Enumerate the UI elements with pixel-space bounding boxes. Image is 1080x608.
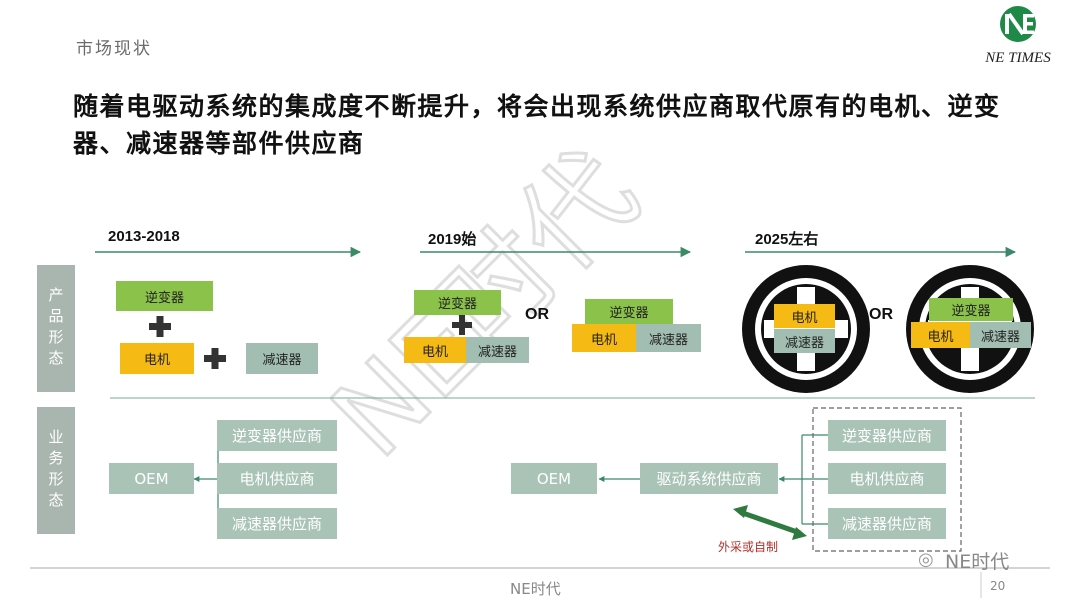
motor-supplier-right: 电机供应商 xyxy=(828,463,946,494)
outsource-or-self-made-note: 外采或自制 xyxy=(718,540,779,554)
row-label-product: 产品形态 xyxy=(37,265,75,392)
inverter-box-p2b: 逆变器 xyxy=(585,299,673,324)
period-2025: 2025左右 xyxy=(755,231,819,248)
inverter-supplier-left: 逆变器供应商 xyxy=(217,420,337,451)
headline: 随着电驱动系统的集成度不断提升，将会出现系统供应商取代原有的电机、逆变器、减速器… xyxy=(73,92,1001,158)
inverter-supplier-right: 逆变器供应商 xyxy=(828,420,946,451)
period-2019: 2019始 xyxy=(428,231,477,248)
plus-icon-2 xyxy=(204,348,226,369)
wechat-watermark-text: NE时代 xyxy=(945,551,1010,573)
motor-box-wheel1: 电机 xyxy=(774,304,835,328)
reducer-box-p2b: 减速器 xyxy=(636,324,701,352)
or-label-1: OR xyxy=(525,306,549,323)
motor-box-p2a: 电机 xyxy=(404,337,466,363)
drive-system-supplier: 驱动系统供应商 xyxy=(640,463,778,494)
section-title: 市场现状 xyxy=(76,39,152,59)
reducer-supplier-right: 减速器供应商 xyxy=(828,508,946,539)
integration-dashed-frame xyxy=(812,407,962,552)
inverter-box-p2a: 逆变器 xyxy=(414,290,501,315)
inverter-box-p1: 逆变器 xyxy=(116,281,213,311)
inverter-box-wheel2: 逆变器 xyxy=(929,298,1013,321)
motor-box-p1: 电机 xyxy=(120,343,194,374)
reducer-supplier-left: 减速器供应商 xyxy=(217,508,337,539)
wechat-icon: ◎ xyxy=(918,549,934,570)
reducer-box-p2a: 减速器 xyxy=(466,337,529,363)
period-2013-2018: 2013-2018 xyxy=(108,228,180,245)
footer-center-text: NE时代 xyxy=(510,580,561,598)
ne-times-logo: NE TIMES xyxy=(984,6,1051,66)
motor-supplier-left: 电机供应商 xyxy=(217,463,337,494)
logo-text: NE TIMES xyxy=(984,50,1051,66)
motor-box-p2b: 电机 xyxy=(572,324,636,352)
page-number: 20 xyxy=(990,579,1006,593)
motor-box-wheel2: 电机 xyxy=(911,322,970,348)
row-label-business: 业务形态 xyxy=(37,407,75,534)
reducer-box-wheel2: 减速器 xyxy=(970,322,1031,348)
plus-icon-3 xyxy=(452,315,472,335)
reducer-box-wheel1: 减速器 xyxy=(774,329,835,353)
oem-box-right: OEM xyxy=(511,463,597,494)
plus-icon-1 xyxy=(149,316,171,337)
oem-box-left: OEM xyxy=(109,463,194,494)
or-label-2: OR xyxy=(869,306,893,323)
reducer-box-p1: 减速器 xyxy=(246,343,318,374)
